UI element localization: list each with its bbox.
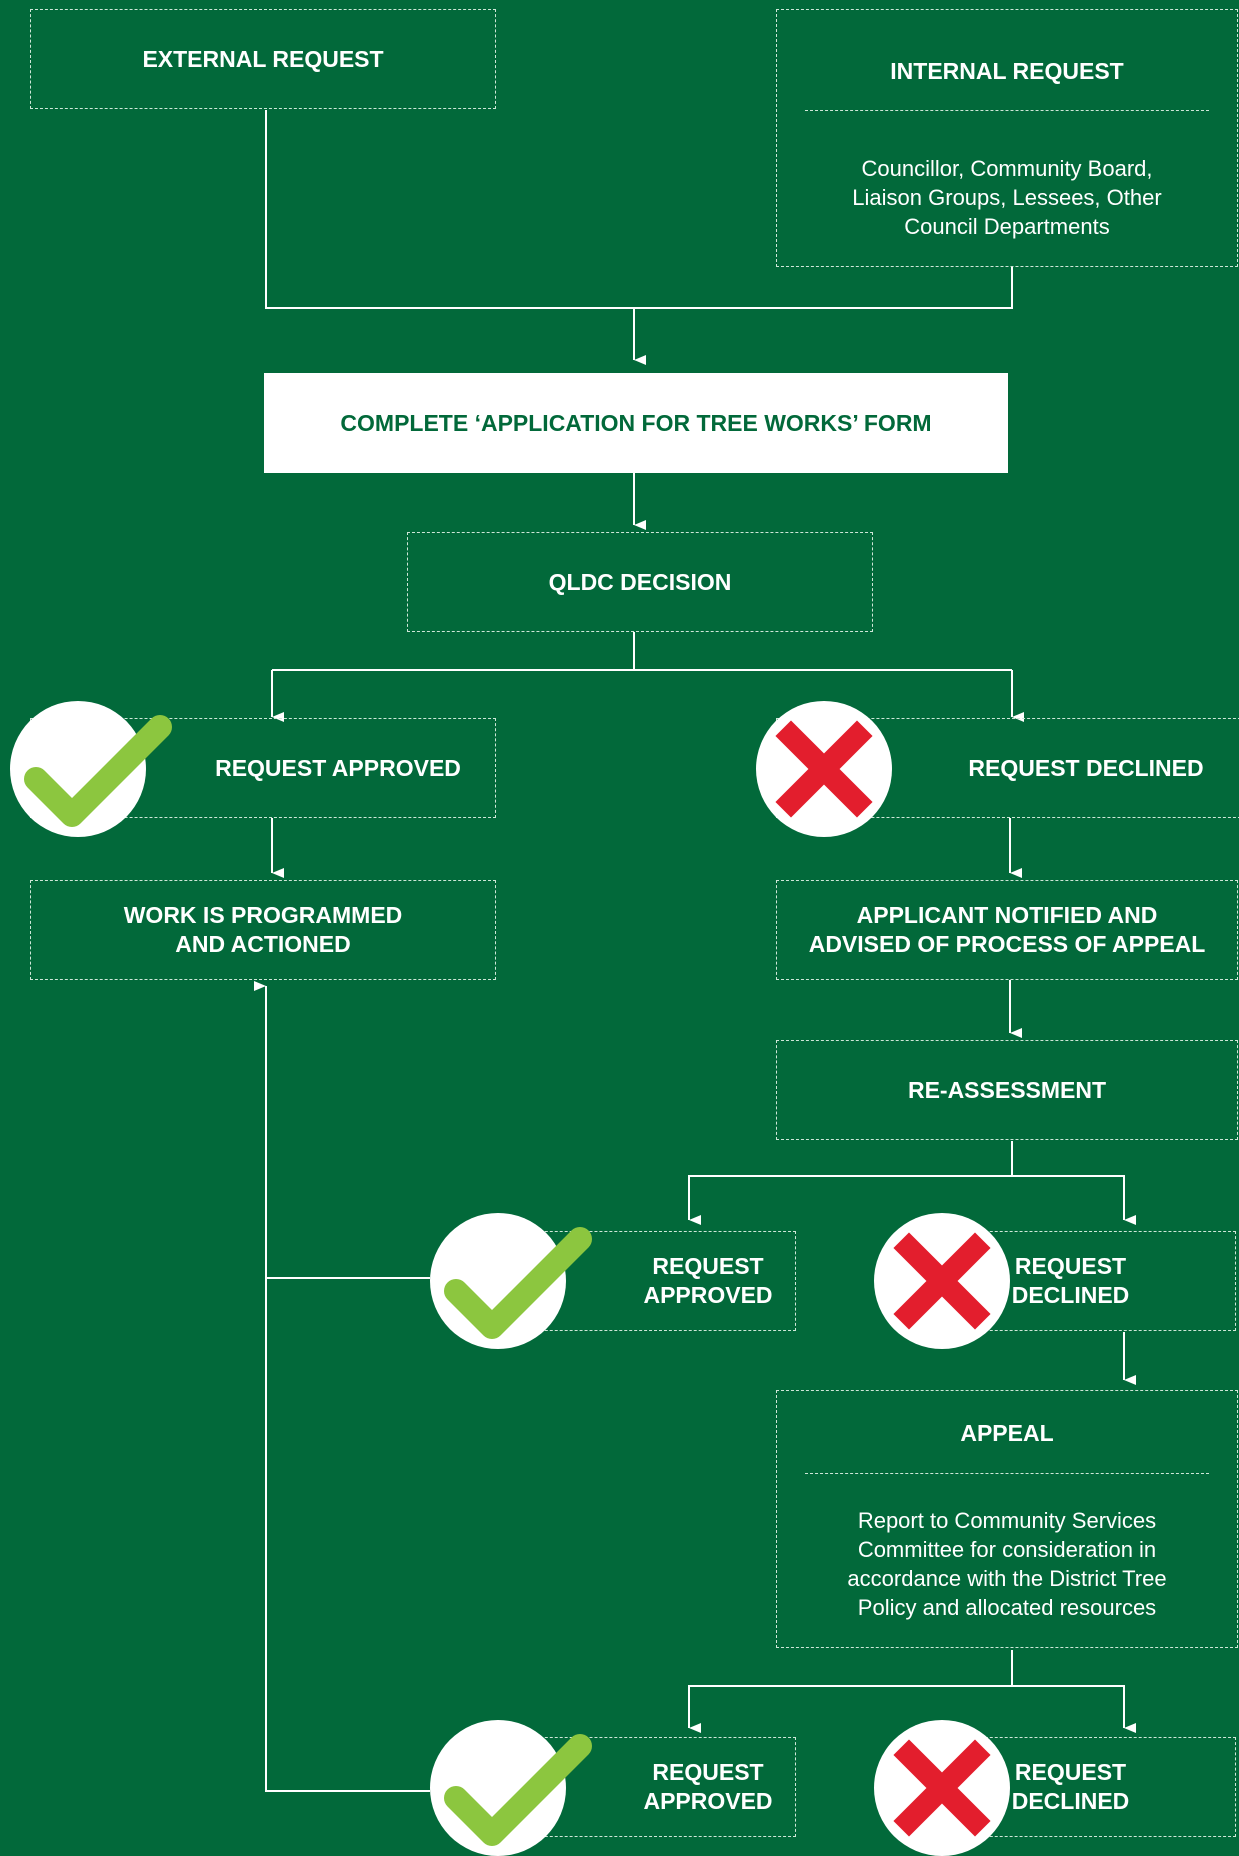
external-request-title: EXTERNAL REQUEST [142, 45, 384, 72]
applicant-notified-box: APPLICANT NOTIFIED AND ADVISED OF PROCES… [776, 880, 1238, 980]
request-approved-box-2: REQUEST APPROVED [520, 1231, 796, 1331]
connector-external [265, 110, 1013, 309]
approved-badge-3 [430, 1720, 592, 1856]
application-form-title: COMPLETE ‘APPLICATION FOR TREE WORKS’ FO… [340, 409, 932, 436]
connector-appeal-split [688, 1650, 1013, 1733]
connector-approved-loop [265, 1277, 430, 1792]
qldc-decision-box: QLDC DECISION [407, 532, 873, 632]
request-approved-title-3: REQUEST APPROVED [643, 1759, 773, 1814]
cross-icon [893, 1232, 991, 1330]
internal-request-box: INTERNAL REQUEST Councillor, Community B… [776, 9, 1238, 267]
internal-request-body: Councillor, Community Board, Liaison Gro… [852, 156, 1162, 239]
internal-request-divider [805, 110, 1209, 111]
application-form-box: COMPLETE ‘APPLICATION FOR TREE WORKS’ FO… [264, 373, 1008, 473]
request-approved-title-1: REQUEST APPROVED [215, 754, 461, 781]
request-declined-title-2: REQUEST DECLINED [1011, 1253, 1130, 1308]
check-icon [444, 1734, 592, 1846]
check-icon [444, 1227, 592, 1339]
cross-icon [775, 720, 873, 818]
external-request-box: EXTERNAL REQUEST [30, 9, 496, 109]
request-declined-title-1: REQUEST DECLINED [968, 754, 1204, 781]
declined-badge-3 [874, 1720, 1010, 1856]
re-assessment-box: RE-ASSESSMENT [776, 1040, 1238, 1140]
appeal-title: APPEAL [960, 1420, 1054, 1446]
qldc-decision-title: QLDC DECISION [548, 568, 732, 595]
request-declined-title-3: REQUEST DECLINED [1011, 1759, 1130, 1814]
re-assessment-title: RE-ASSESSMENT [907, 1076, 1107, 1103]
appeal-body: Report to Community Services Committee f… [847, 1508, 1167, 1620]
appeal-divider [805, 1473, 1209, 1474]
request-approved-title-2: REQUEST APPROVED [643, 1253, 773, 1308]
work-programmed-title: WORK IS PROGRAMMED AND ACTIONED [123, 902, 403, 957]
cross-icon [893, 1739, 991, 1837]
approved-badge-2 [430, 1213, 592, 1349]
declined-badge-1 [756, 701, 892, 837]
declined-badge-2 [874, 1213, 1010, 1349]
request-declined-box-3: REQUEST DECLINED [960, 1737, 1236, 1837]
internal-request-title: INTERNAL REQUEST [890, 58, 1124, 84]
connector-reassessment-split [688, 1141, 1013, 1225]
approved-badge-1 [10, 701, 172, 837]
request-approved-box-3: REQUEST APPROVED [520, 1737, 796, 1837]
applicant-notified-title: APPLICANT NOTIFIED AND ADVISED OF PROCES… [808, 902, 1206, 957]
request-declined-box-2: REQUEST DECLINED [960, 1231, 1236, 1331]
request-declined-box-1: REQUEST DECLINED [776, 718, 1239, 818]
connector-decision-split [272, 632, 635, 671]
work-programmed-box: WORK IS PROGRAMMED AND ACTIONED [30, 880, 496, 980]
appeal-box: APPEAL Report to Community Services Comm… [776, 1390, 1238, 1648]
check-icon [24, 715, 172, 827]
